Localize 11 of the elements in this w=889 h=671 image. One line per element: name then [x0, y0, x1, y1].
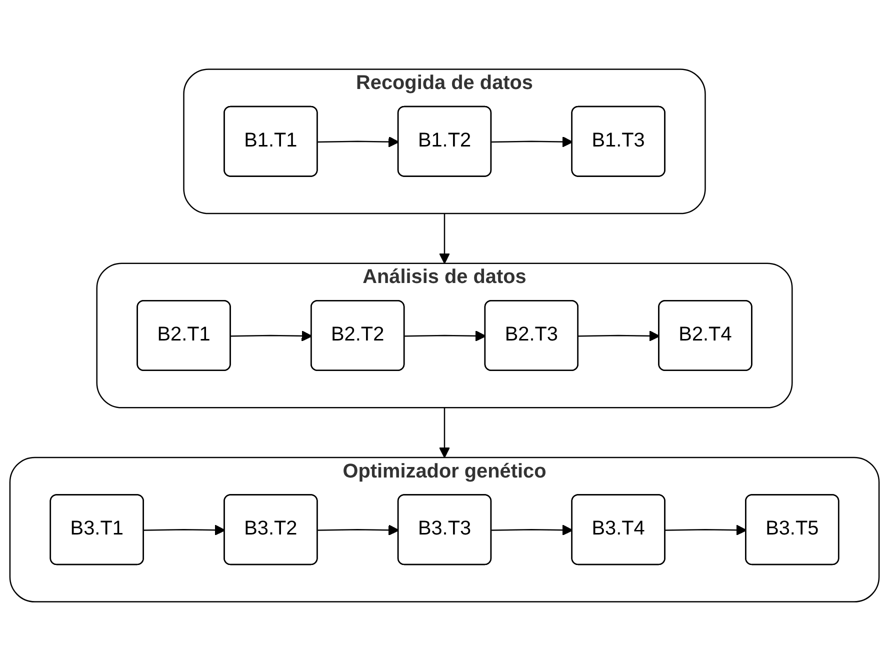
arrow	[492, 136, 573, 148]
arrow	[578, 330, 660, 342]
arrow	[492, 524, 573, 536]
arrow	[318, 524, 400, 536]
arrow	[144, 524, 226, 536]
arrow	[439, 408, 450, 458]
arrow	[230, 330, 312, 342]
arrow	[318, 136, 400, 148]
arrow	[404, 330, 486, 342]
arrow	[665, 524, 747, 536]
arrow	[439, 214, 450, 264]
